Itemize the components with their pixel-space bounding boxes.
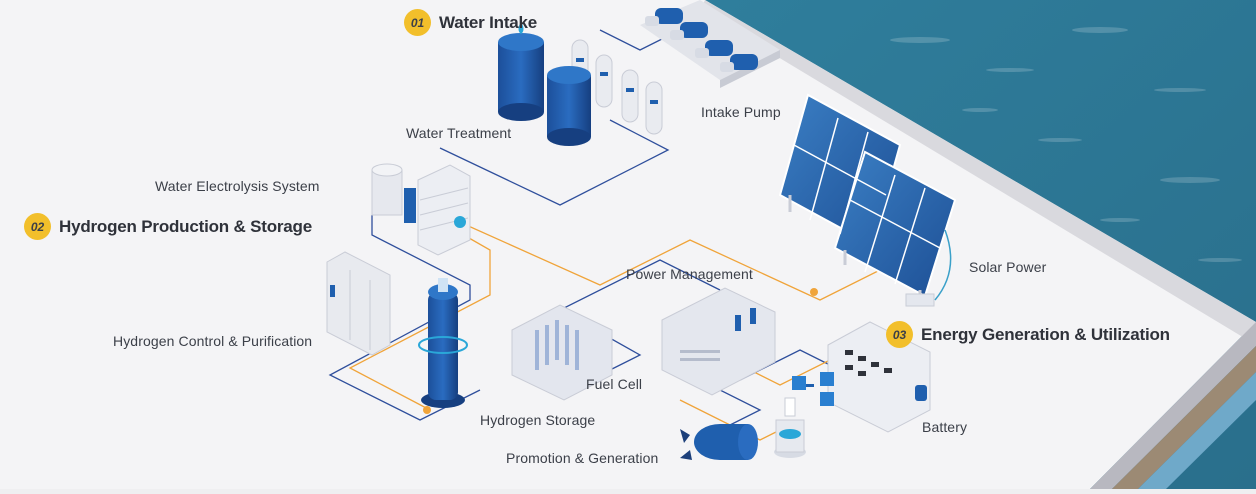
battery-unit: [827, 321, 931, 433]
section-energy-generation: 03 Energy Generation & Utilization: [886, 321, 1170, 348]
solar-panels: [778, 93, 957, 307]
reactor: [774, 397, 806, 458]
section-title: Energy Generation & Utilization: [921, 324, 1170, 344]
section-title: Water Intake: [439, 12, 538, 32]
label-promotion-generation: Promotion & Generation: [506, 450, 659, 466]
section-number-badge: 01: [404, 9, 431, 36]
sea-texture: [890, 27, 1242, 302]
intake-pump-group: [640, 0, 780, 88]
section-number-badge: 03: [886, 321, 913, 348]
section-title: Hydrogen Production & Storage: [59, 216, 312, 236]
battery-cubes: [792, 372, 834, 406]
label-solar-power: Solar Power: [969, 259, 1047, 275]
pipe-node: [810, 288, 818, 296]
label-fuel-cell: Fuel Cell: [586, 376, 643, 392]
platform-base-soil: [1112, 346, 1256, 489]
label-water-electrolysis: Water Electrolysis System: [155, 178, 320, 194]
label-water-treatment: Water Treatment: [406, 125, 512, 141]
label-battery: Battery: [922, 419, 968, 435]
hydrogen-storage-tank: [418, 278, 468, 408]
electrolysis-system: [371, 163, 471, 256]
fuel-cell: [511, 304, 613, 401]
label-hydrogen-control: Hydrogen Control & Purification: [113, 333, 313, 349]
generator: [680, 424, 758, 460]
label-hydrogen-storage: Hydrogen Storage: [480, 412, 596, 428]
section-hydrogen-production: 02 Hydrogen Production & Storage: [24, 213, 312, 240]
section-number-badge: 02: [24, 213, 51, 240]
label-intake-pump: Intake Pump: [701, 104, 781, 120]
section-water-intake: 01 Water Intake: [404, 9, 537, 36]
pipe-node: [423, 406, 431, 414]
platform-base-water: [1138, 372, 1256, 489]
power-management-unit: [661, 287, 776, 396]
hydrogen-control-cabinet: [326, 251, 391, 356]
water-tanks: [498, 22, 591, 146]
platform-edge-corner: [1090, 322, 1256, 489]
label-power-management: Power Management: [626, 266, 753, 282]
platform-edge-right: [700, 0, 1256, 345]
